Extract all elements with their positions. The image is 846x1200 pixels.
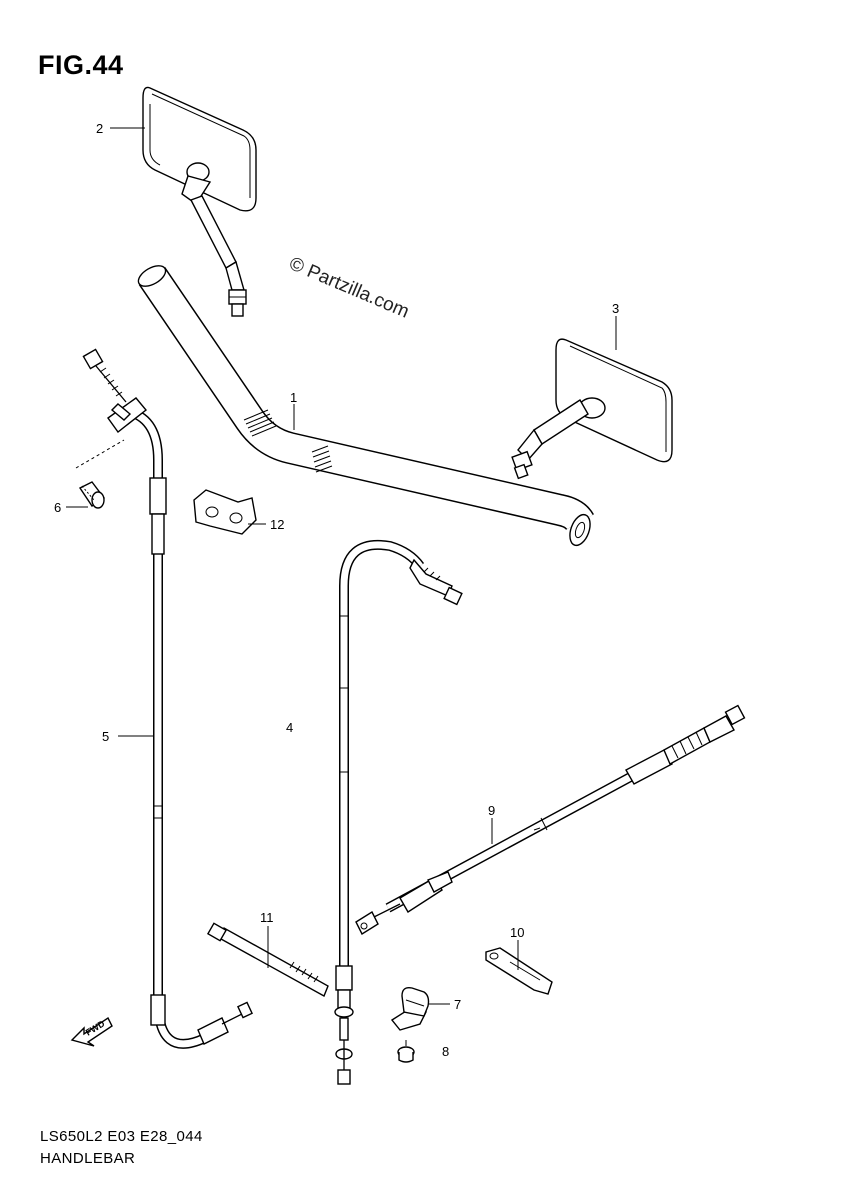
part-12-clip[interactable] (193, 489, 257, 535)
label-part-12[interactable]: 12 (270, 517, 284, 532)
label-part-6[interactable]: 6 (54, 500, 61, 515)
label-part-11[interactable]: 11 (260, 910, 274, 925)
leader-lines (66, 127, 617, 1005)
part-2-mirror-left[interactable] (142, 86, 257, 317)
part-6-bolt[interactable] (75, 439, 125, 509)
figure-title: FIG.44 (38, 50, 124, 80)
watermark: © Partzilla.com (286, 253, 412, 322)
label-part-7[interactable]: 7 (454, 997, 461, 1012)
label-part-8[interactable]: 8 (442, 1044, 449, 1059)
label-part-9[interactable]: 9 (488, 803, 495, 818)
forward-arrow-icon: FWD (70, 1016, 113, 1047)
label-part-10[interactable]: 10 (510, 925, 524, 940)
label-part-3[interactable]: 3 (612, 301, 619, 316)
part-9-cable[interactable] (355, 704, 746, 936)
part-8-screw[interactable] (397, 1040, 415, 1063)
label-part-4[interactable]: 4 (286, 720, 293, 735)
part-11-cable-tie[interactable] (206, 922, 329, 997)
part-7-clamp[interactable] (390, 986, 430, 1031)
diagram-name: HANDLEBAR (40, 1150, 136, 1167)
label-part-5[interactable]: 5 (102, 729, 109, 744)
part-4-cable[interactable] (334, 539, 463, 1085)
part-3-mirror-right[interactable] (511, 338, 673, 480)
diagram-code: LS650L2 E03 E28_044 (40, 1128, 203, 1145)
part-5-cable[interactable] (82, 348, 253, 1049)
label-part-1[interactable]: 1 (290, 390, 297, 405)
part-1-handlebar[interactable] (135, 262, 594, 549)
label-part-2[interactable]: 2 (96, 121, 103, 136)
part-10-bracket[interactable] (485, 947, 553, 995)
